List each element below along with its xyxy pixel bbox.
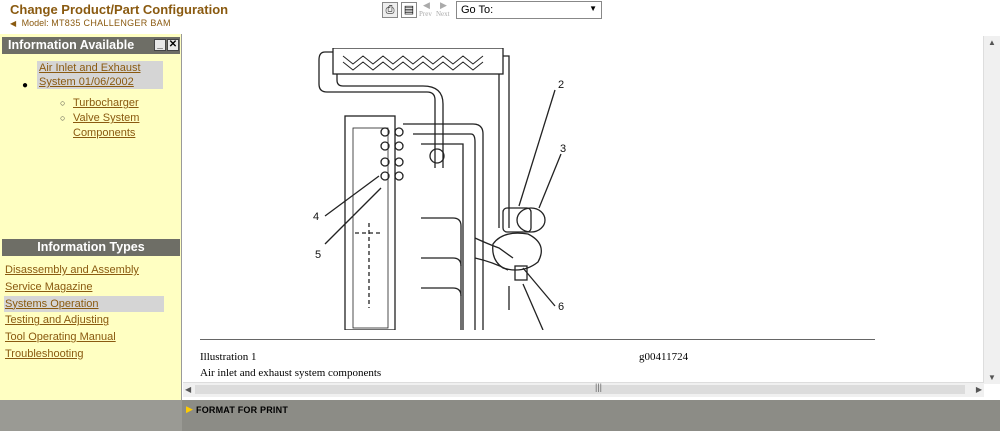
caption-label: Illustration 1 xyxy=(200,351,257,363)
chevron-down-icon: ▼ xyxy=(589,4,597,13)
horizontal-scrollbar[interactable]: ◀ ||| ▶ xyxy=(183,382,984,397)
scroll-down-icon[interactable]: ▼ xyxy=(988,373,996,382)
minimize-icon[interactable]: _ xyxy=(154,39,166,51)
goto-value: Go To: xyxy=(461,4,494,16)
type-item-active: Systems Operation xyxy=(4,295,164,313)
valve-system-link[interactable]: Valve System Components xyxy=(73,112,140,139)
info-available-title: Information Available xyxy=(8,38,135,52)
callout-6: 6 xyxy=(558,301,564,313)
aftercooler-shape xyxy=(332,48,504,75)
info-types-list: Disassembly and Assembly Service Magazin… xyxy=(4,262,164,363)
left-panel: Information Available _ ✕ ● Air Inlet an… xyxy=(0,34,182,400)
type-link-systems-operation[interactable]: Systems Operation xyxy=(5,297,99,310)
grip-icon: ||| xyxy=(595,382,603,392)
horizontal-scroll-thumb[interactable]: ||| xyxy=(195,382,965,394)
type-item: Testing and Adjusting xyxy=(4,312,164,329)
callout-5: 5 xyxy=(315,249,321,261)
content-area: 2 3 4 5 6 Illustration 1 g00411724 Air i… xyxy=(183,34,1000,400)
type-item: Tool Operating Manual xyxy=(4,329,164,346)
goto-select[interactable]: Go To: ▼ xyxy=(456,1,602,19)
back-arrow-icon[interactable]: ◀ xyxy=(10,19,17,28)
type-item: Disassembly and Assembly xyxy=(4,262,164,279)
prev-label[interactable]: Prev xyxy=(419,10,432,18)
format-for-print-link[interactable]: FORMAT FOR PRINT xyxy=(196,405,289,415)
info-types-title: Information Types xyxy=(37,240,145,254)
main-topic-link[interactable]: Air Inlet and Exhaust System 01/06/2002 xyxy=(37,61,163,89)
callout-2: 2 xyxy=(558,79,564,91)
type-link-testing[interactable]: Testing and Adjusting xyxy=(5,314,109,327)
turbocharger-link[interactable]: Turbocharger xyxy=(73,97,139,109)
type-link-disassembly[interactable]: Disassembly and Assembly xyxy=(5,264,139,276)
type-link-tool-manual[interactable]: Tool Operating Manual xyxy=(5,331,116,344)
scroll-right-icon[interactable]: ▶ xyxy=(975,385,982,394)
close-icon[interactable]: ✕ xyxy=(167,39,179,51)
type-link-troubleshooting[interactable]: Troubleshooting xyxy=(5,347,84,360)
circle-bullet-icon: ○ xyxy=(60,98,66,108)
footer-left xyxy=(0,400,182,431)
caption-id: g00411724 xyxy=(639,351,689,363)
illustration-diagram: 2 3 4 5 6 xyxy=(313,48,566,330)
footer-bar: ▶ FORMAT FOR PRINT xyxy=(0,400,1000,431)
next-arrow-icon[interactable]: ▶ xyxy=(440,0,447,10)
scroll-left-icon[interactable]: ◀ xyxy=(185,385,192,394)
callout-4: 4 xyxy=(313,211,319,223)
model-label: Model: xyxy=(21,18,49,28)
info-available-header: Information Available _ ✕ xyxy=(2,37,180,54)
document-icon[interactable]: ▤ xyxy=(401,2,417,18)
type-item: Troubleshooting xyxy=(4,346,164,363)
model-row: ◀ Model: MT835 CHALLENGER BAM xyxy=(10,18,171,28)
turbocharger-shape xyxy=(502,207,532,233)
scroll-up-icon[interactable]: ▲ xyxy=(988,38,996,47)
info-types-header: Information Types xyxy=(2,239,180,256)
page-title[interactable]: Change Product/Part Configuration xyxy=(10,2,229,17)
type-item: Service Magazine xyxy=(4,279,164,296)
caption-description: Air inlet and exhaust system components xyxy=(200,367,382,379)
circle-bullet-icon: ○ xyxy=(60,113,66,123)
type-link-service-magazine[interactable]: Service Magazine xyxy=(5,280,93,293)
prev-arrow-icon[interactable]: ◀ xyxy=(423,0,430,10)
header-bar: Change Product/Part Configuration ◀ Mode… xyxy=(0,0,1000,34)
bullet-icon: ● xyxy=(22,80,29,91)
vertical-scrollbar[interactable]: ▲ ▼ xyxy=(983,36,1000,384)
callout-3: 3 xyxy=(560,143,566,155)
caption-divider xyxy=(200,339,875,340)
print-arrow-icon: ▶ xyxy=(186,404,193,414)
next-label[interactable]: Next xyxy=(436,10,450,18)
model-value: MT835 CHALLENGER BAM xyxy=(51,18,171,28)
print-icon[interactable]: ⎙ xyxy=(382,2,398,18)
